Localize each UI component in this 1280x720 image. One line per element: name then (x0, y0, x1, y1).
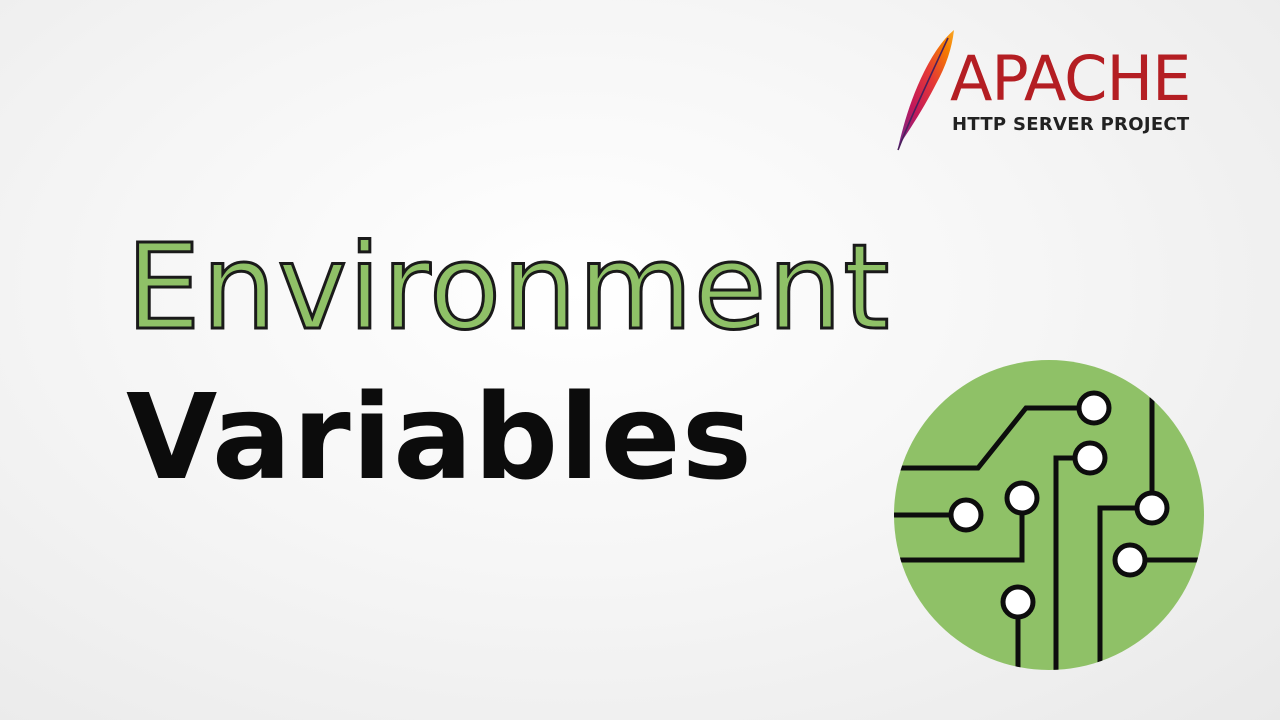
circuit-board-icon (894, 360, 1204, 670)
apache-feather-icon (897, 30, 954, 151)
circuit-node (1112, 542, 1148, 578)
circuit-node (1072, 440, 1108, 476)
title-variables: Variables (126, 368, 753, 506)
apache-logo: APACHE HTTP SERVER PROJECT (890, 26, 1230, 156)
circuit-node (1076, 390, 1112, 426)
circuit-node (1000, 584, 1036, 620)
title-environment: Environment (124, 218, 891, 356)
circuit-node (1134, 490, 1170, 526)
apache-subtitle: HTTP SERVER PROJECT (952, 114, 1190, 135)
apache-wordmark: APACHE (950, 42, 1191, 115)
circuit-node (1004, 480, 1040, 516)
circuit-node (948, 497, 984, 533)
